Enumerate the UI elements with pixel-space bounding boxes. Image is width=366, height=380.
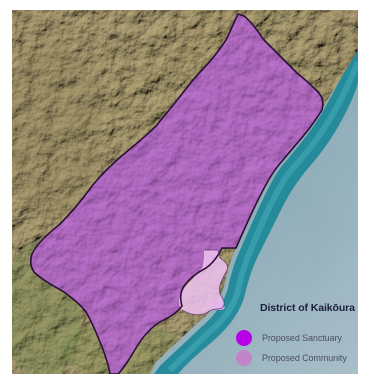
legend-label-community: Proposed Community xyxy=(262,353,347,363)
map-legend: District of Kaikōura Proposed Sanctuary … xyxy=(226,299,356,367)
legend-label-sanctuary: Proposed Sanctuary xyxy=(262,333,342,343)
community-boundary xyxy=(181,249,229,316)
community-swatch xyxy=(236,350,252,366)
legend-item-sanctuary: Proposed Sanctuary xyxy=(236,329,342,347)
legend-item-community: Proposed Community xyxy=(236,349,347,367)
community-region[interactable] xyxy=(179,250,228,315)
map-canvas xyxy=(12,10,358,374)
map-view[interactable] xyxy=(12,10,358,374)
district-boundary xyxy=(29,13,324,374)
legend-title: District of Kaikōura xyxy=(260,302,355,314)
sanctuary-swatch xyxy=(236,330,252,346)
